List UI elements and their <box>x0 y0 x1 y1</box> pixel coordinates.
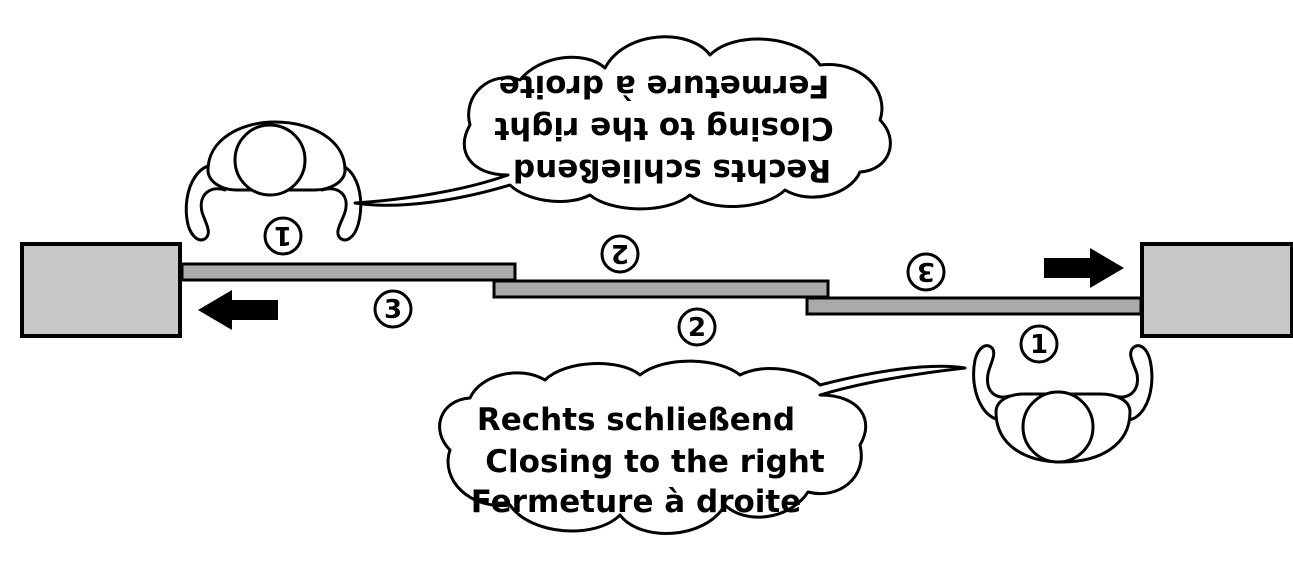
svg-text:1: 1 <box>274 220 292 250</box>
svg-text:3: 3 <box>384 295 402 325</box>
bubble-top-line-3: Fermeture à droite <box>499 68 830 104</box>
panel-number-bottom-2: 2 <box>677 307 717 347</box>
door-panel-1 <box>180 262 517 282</box>
svg-text:1: 1 <box>1030 330 1048 360</box>
arrow-right-icon <box>1044 248 1124 288</box>
panel-number-bottom-3: 3 <box>373 289 413 329</box>
right-wall <box>1140 242 1293 338</box>
panel-number-top-1: 1 <box>263 216 303 256</box>
svg-text:3: 3 <box>917 256 935 286</box>
svg-text:2: 2 <box>611 238 629 268</box>
panel-number-top-2: 2 <box>600 234 640 274</box>
speech-bubble-top: Rechts schließend Closing to the right F… <box>353 35 892 211</box>
person-top-view-icon <box>972 344 1154 464</box>
left-wall <box>20 242 182 338</box>
bubble-top-line-2: Closing to the right <box>494 110 834 146</box>
arrow-left-icon <box>198 290 278 330</box>
speech-bubble-bottom: Rechts schließend Closing to the right F… <box>438 359 967 535</box>
svg-text:2: 2 <box>688 313 706 343</box>
person-top-view-icon <box>184 120 363 242</box>
bubble-bottom-line-2: Closing to the right <box>485 444 825 480</box>
panel-number-bottom-1: 1 <box>1019 324 1059 364</box>
bubble-bottom-line-1: Rechts schließend <box>477 402 795 438</box>
bubble-top-line-1: Rechts schließend <box>513 152 831 188</box>
door-panel-3 <box>805 296 1143 316</box>
panel-number-top-3: 3 <box>906 252 946 292</box>
bubble-bottom-line-3: Fermeture à droite <box>471 484 802 520</box>
door-panel-2 <box>492 279 830 299</box>
